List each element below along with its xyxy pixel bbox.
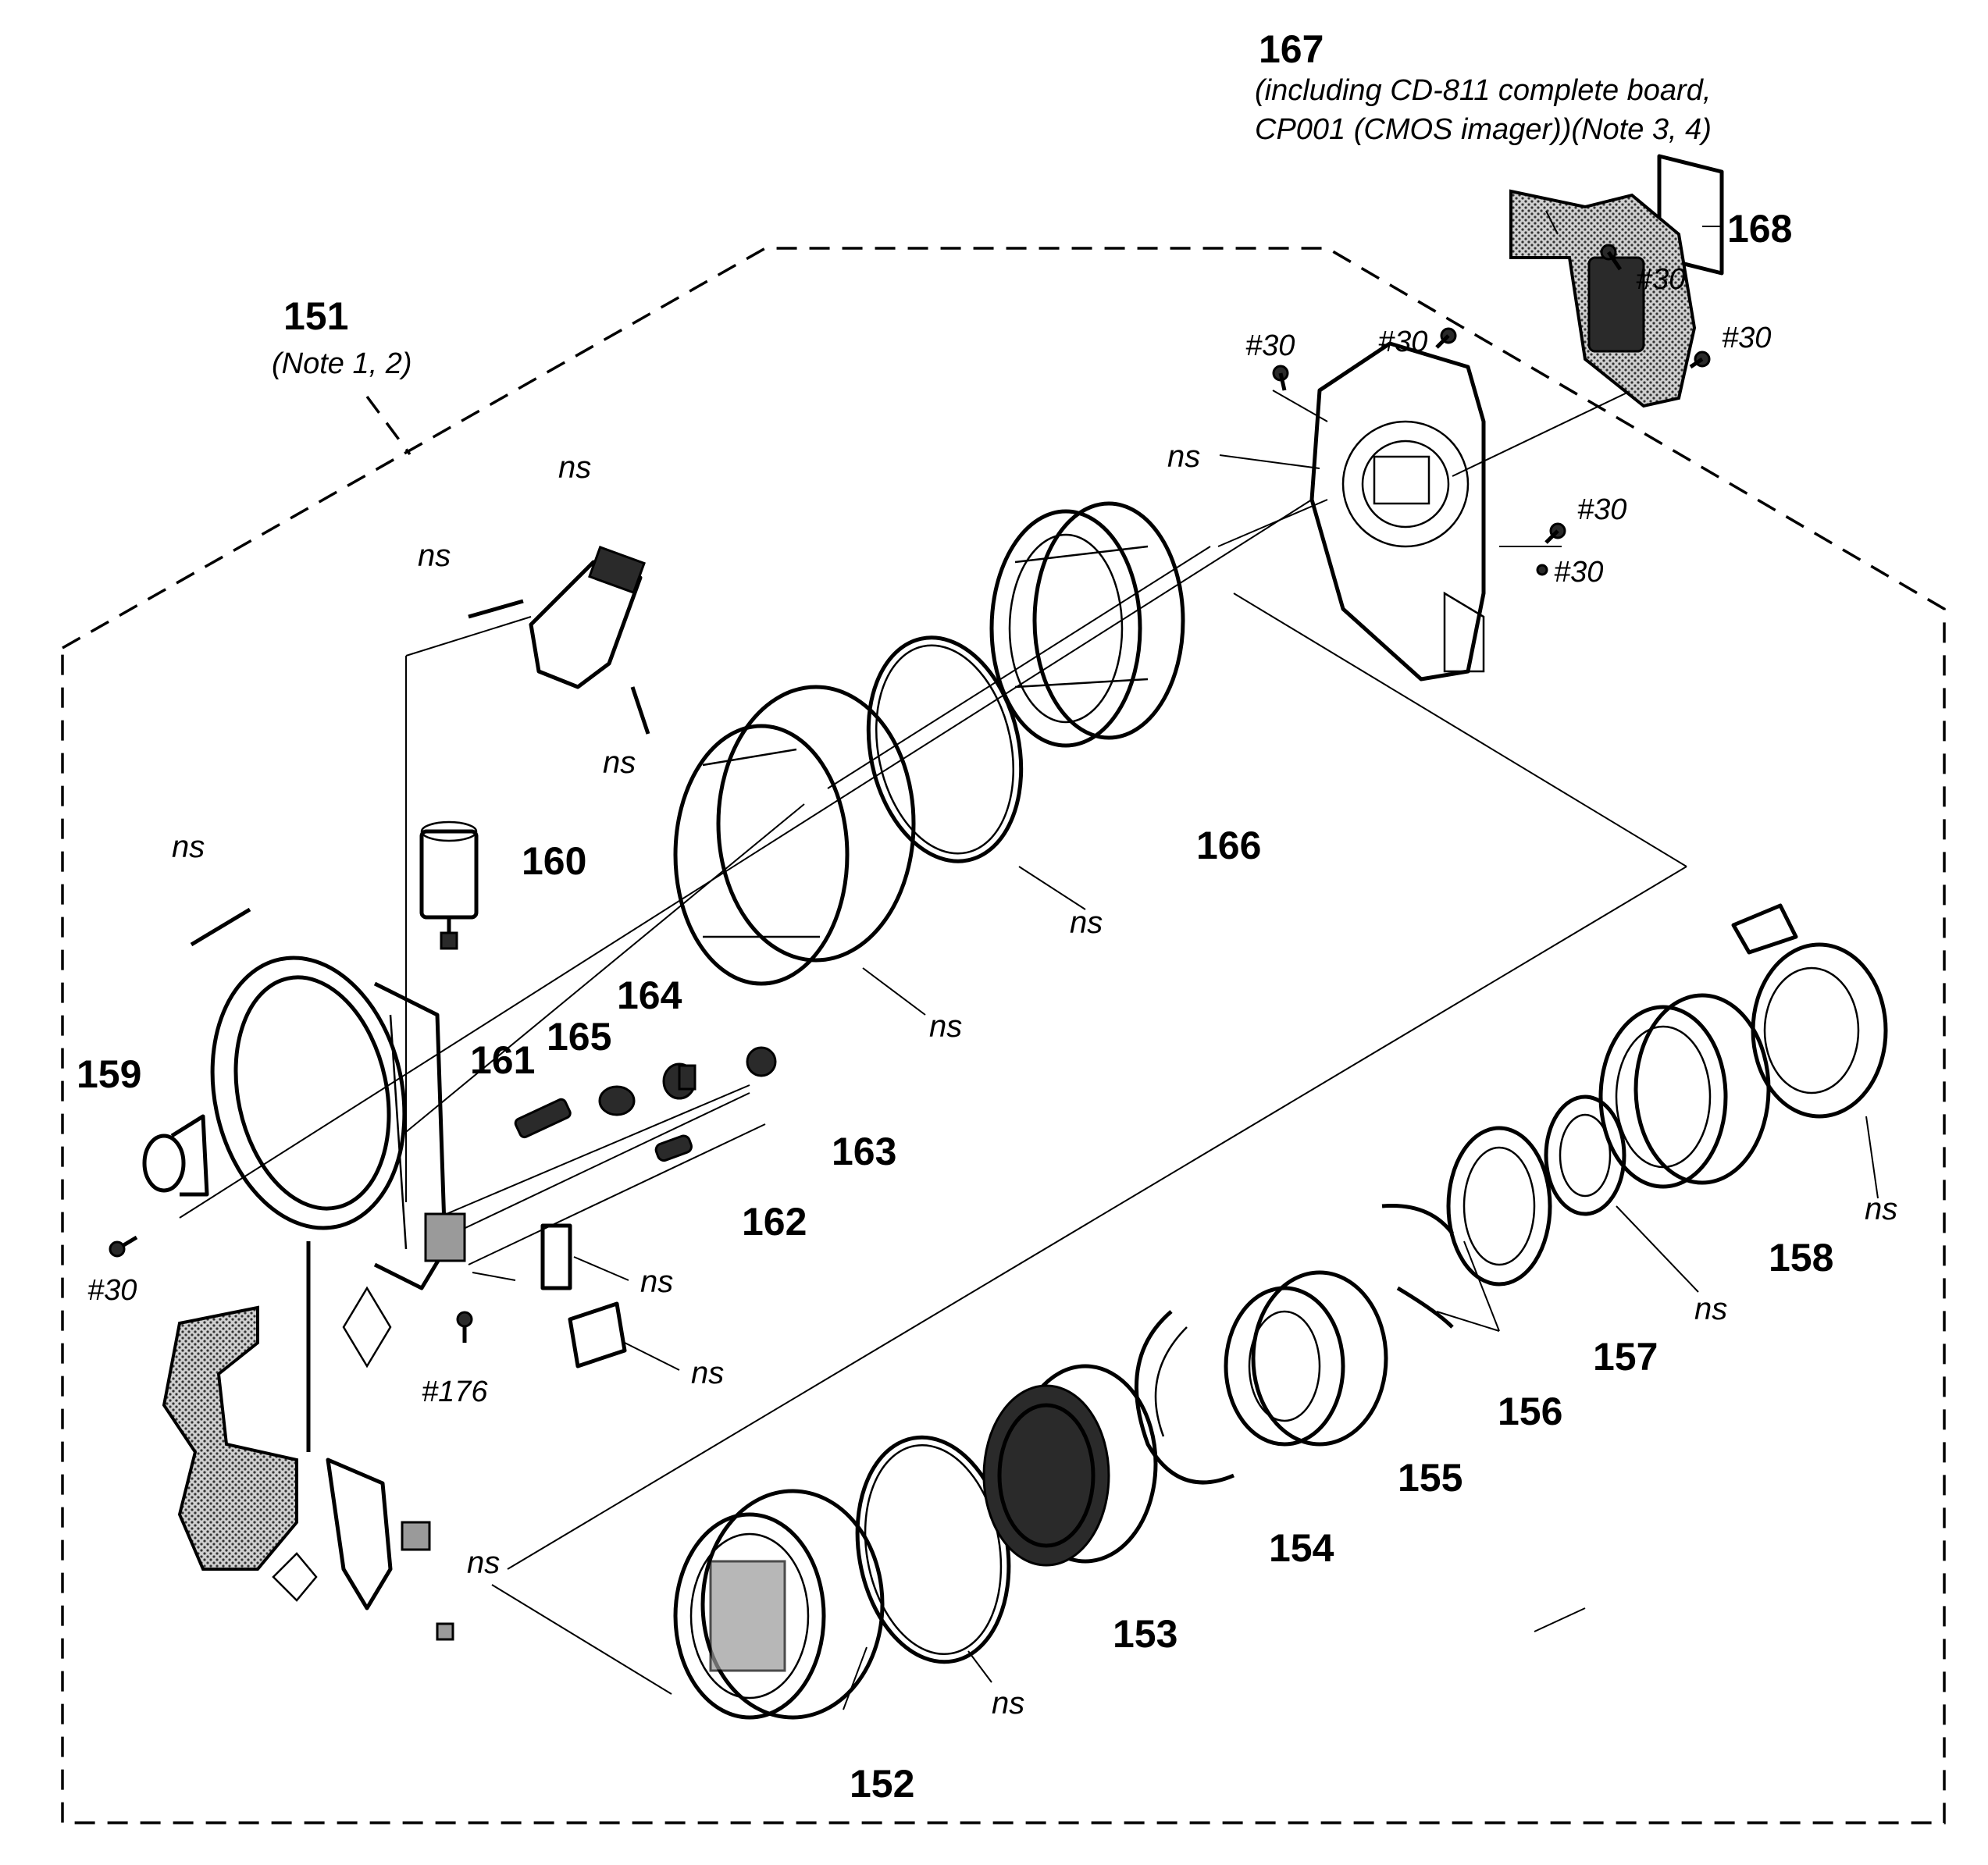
screw-176	[456, 1311, 473, 1343]
part-161-gear-shaft	[514, 1098, 572, 1139]
label-162: 162	[742, 1200, 807, 1244]
label-ns-clip: ns	[691, 1356, 724, 1390]
label-ns-o-ring-lower: ns	[992, 1686, 1024, 1721]
label-151: 151	[283, 294, 348, 338]
part-155-lens	[1224, 1270, 1388, 1447]
part-159-sensor	[142, 1114, 209, 1197]
label-157: 157	[1593, 1335, 1658, 1379]
screw-30-board-a	[1600, 244, 1623, 271]
part-167-cd811-board	[1509, 189, 1697, 408]
screw-30-frame-a	[1544, 522, 1566, 544]
part-162-spring	[654, 1134, 693, 1162]
part-164-gear	[662, 1062, 697, 1100]
label-screw-30-frame-b: #30	[1554, 556, 1603, 589]
label-ns-pin-left: ns	[172, 830, 205, 864]
part-154-clip-ring	[1135, 1310, 1234, 1485]
screw-30-frame-b	[1536, 564, 1548, 576]
label-ns-rear-unit: ns	[1865, 1192, 1897, 1226]
label-ns-spring: ns	[603, 746, 636, 780]
screw-30-top-left	[1272, 365, 1289, 391]
label-ns-flex: ns	[467, 1546, 500, 1580]
part-152-front-barrel	[673, 1489, 885, 1720]
assembly-151-leader	[365, 395, 411, 456]
label-160: 160	[522, 839, 586, 883]
part-lens-frame	[210, 956, 466, 1290]
label-screw-30-board-a: #30	[1636, 263, 1685, 296]
label-168: 168	[1727, 207, 1792, 251]
screw-30-left	[109, 1235, 138, 1258]
part-165-gear	[598, 1085, 636, 1116]
label-ns-rear-frame: ns	[1167, 440, 1200, 474]
screw-30-board-b	[1689, 351, 1711, 369]
label-167: 167	[1259, 27, 1324, 71]
part-small-plate	[540, 1223, 572, 1290]
label-screw-30-left: #30	[87, 1274, 137, 1307]
label-166: 166	[1196, 824, 1261, 867]
part-rear-frame	[1309, 341, 1486, 682]
label-ns-shutter-disc: ns	[1694, 1292, 1727, 1326]
ns-leaders	[472, 210, 1879, 1710]
part-163-gear	[746, 1046, 777, 1077]
label-163: 163	[832, 1130, 896, 1173]
label-155: 155	[1398, 1456, 1462, 1500]
part-rear-unit	[1731, 903, 1888, 1119]
label-152: 152	[850, 1762, 914, 1806]
label-156: 156	[1498, 1390, 1562, 1433]
screw-30-top-mid	[1435, 327, 1457, 349]
label-161: 161	[470, 1038, 535, 1082]
label-screw-30-top-mid: #30	[1378, 326, 1427, 358]
label-159: 159	[77, 1052, 141, 1096]
part-front-barrel	[673, 685, 916, 986]
label-screw-176: #176	[422, 1376, 488, 1408]
label-167-note-2: CP001 (CMOS imager))(Note 3, 4)	[1255, 113, 1712, 146]
label-158: 158	[1769, 1236, 1833, 1280]
label-ns-top-carriage: ns	[558, 450, 591, 485]
label-ns-o-ring-upper: ns	[1070, 906, 1103, 940]
label-screw-30-board-b: #30	[1722, 322, 1771, 354]
label-151-note: (Note 1, 2)	[272, 347, 412, 380]
part-top-carriage	[468, 546, 650, 735]
part-157-lens-holder	[1446, 1126, 1552, 1287]
label-screw-30-top-left: #30	[1245, 329, 1295, 362]
label-ns-pin-top: ns	[418, 539, 451, 573]
assembly-boundary	[61, 247, 1946, 1824]
part-156-sheets	[1381, 1203, 1454, 1329]
label-screw-30-frame-a: #30	[1577, 493, 1626, 526]
part-pin-ns	[190, 907, 251, 947]
part-clip	[568, 1301, 627, 1368]
label-153: 153	[1113, 1612, 1177, 1656]
label-165: 165	[547, 1015, 611, 1059]
part-153-cam-barrel	[982, 1364, 1158, 1567]
label-ns-front-barrel: ns	[929, 1009, 962, 1044]
label-ns-small-plate: ns	[640, 1265, 673, 1299]
part-166-barrel	[989, 501, 1185, 748]
label-164: 164	[617, 973, 682, 1017]
part-shutter-disc	[1544, 1094, 1626, 1216]
part-flex-board	[162, 1241, 454, 1641]
label-154: 154	[1269, 1526, 1334, 1570]
label-167-note-1: (including CD-811 complete board,	[1255, 74, 1711, 107]
part-160-motor	[419, 820, 479, 950]
part-158-focus-barrel	[1598, 993, 1771, 1189]
part-o-ring-upper	[866, 635, 1024, 863]
